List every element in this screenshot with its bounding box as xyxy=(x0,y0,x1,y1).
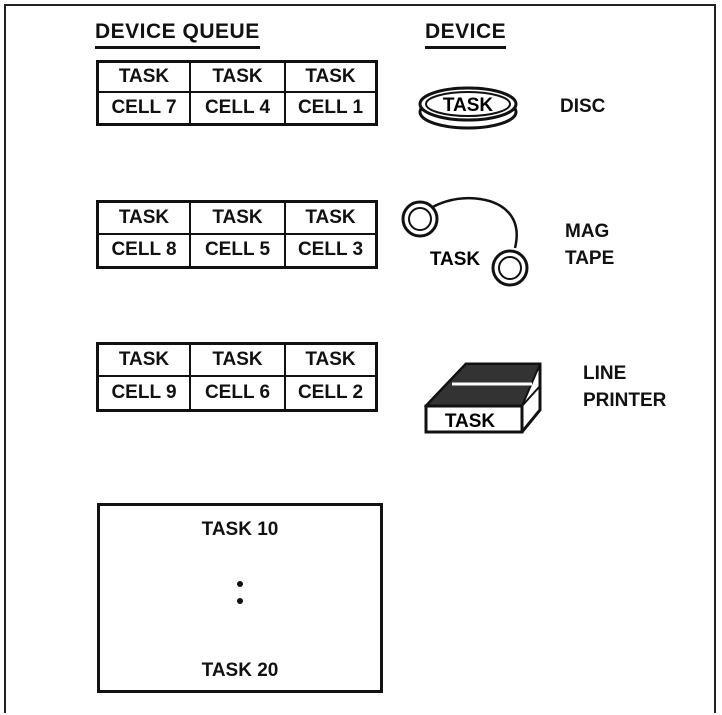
line-printer-icon: TASK xyxy=(422,360,552,440)
queue-task-cell: TASK xyxy=(286,63,375,93)
queue-task-cell: TASK xyxy=(99,345,191,377)
ellipsis-dot xyxy=(237,581,243,587)
device-queue-header: DEVICE QUEUE xyxy=(95,20,260,49)
queue-task-cell: TASK xyxy=(286,203,375,235)
queue-cell-label: CELL 7 xyxy=(99,93,191,123)
overflow-first-task: TASK 10 xyxy=(100,519,380,541)
line-printer-task-text: TASK xyxy=(445,411,496,432)
queue-task-cell: TASK xyxy=(99,63,191,93)
queue-task-cell: TASK xyxy=(191,345,286,377)
queue-cell-label: CELL 2 xyxy=(286,377,375,409)
queue-cell-label: CELL 6 xyxy=(191,377,286,409)
device-label-disc: DISC xyxy=(560,93,605,120)
mag-tape-icon: TASK xyxy=(400,193,540,293)
overflow-task-box: TASK 10 TASK 20 xyxy=(97,503,383,693)
queue-task-cell: TASK xyxy=(286,345,375,377)
queue-cell-label: CELL 1 xyxy=(286,93,375,123)
disc-icon: TASK xyxy=(418,82,528,130)
queue-cell-label: CELL 3 xyxy=(286,235,375,267)
device-queue-mag-tape: TASK TASK TASK CELL 8 CELL 5 CELL 3 xyxy=(96,200,378,269)
device-queue-disc: TASK TASK TASK CELL 7 CELL 4 CELL 1 xyxy=(96,60,378,126)
ellipsis-dot xyxy=(237,598,243,604)
queue-task-cell: TASK xyxy=(191,203,286,235)
disc-task-text: TASK xyxy=(443,95,494,116)
device-queue-line-printer: TASK TASK TASK CELL 9 CELL 6 CELL 2 xyxy=(96,342,378,412)
mag-tape-task-text: TASK xyxy=(430,249,481,270)
device-header: DEVICE xyxy=(425,20,506,49)
device-label-line-printer: LINE PRINTER xyxy=(583,360,666,414)
queue-task-cell: TASK xyxy=(99,203,191,235)
queue-cell-label: CELL 8 xyxy=(99,235,191,267)
queue-cell-label: CELL 4 xyxy=(191,93,286,123)
overflow-last-task: TASK 20 xyxy=(100,660,380,682)
queue-task-cell: TASK xyxy=(191,63,286,93)
queue-cell-label: CELL 9 xyxy=(99,377,191,409)
device-label-mag-tape: MAG TAPE xyxy=(565,218,614,272)
queue-cell-label: CELL 5 xyxy=(191,235,286,267)
